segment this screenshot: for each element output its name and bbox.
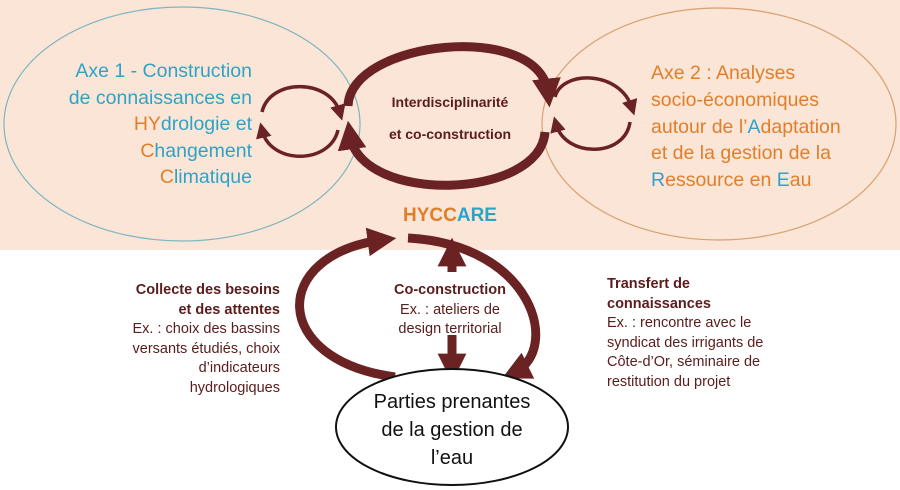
axe2-line: socio-économiques bbox=[651, 87, 841, 114]
text-segment: HY bbox=[133, 113, 161, 135]
stakeholders-line: l’eau bbox=[430, 447, 474, 469]
block-text: d’indicateurs bbox=[198, 360, 280, 376]
stakeholders-ellipse bbox=[335, 368, 569, 486]
block-title: connaissances bbox=[607, 295, 711, 312]
axe2-line: Axe 2 : Analyses bbox=[651, 60, 841, 87]
axe2-label: Axe 2 : Analyses socio-économiques autou… bbox=[651, 60, 841, 194]
text-segment: et de la gestion de la bbox=[651, 142, 831, 165]
axe1-line: Axe 1 - Construction bbox=[69, 58, 252, 85]
text-segment: de connaissances en bbox=[68, 86, 252, 109]
text-segment: C bbox=[159, 166, 174, 188]
top-band bbox=[0, 0, 900, 250]
block-text: Côte-d’Or, séminaire de bbox=[607, 354, 761, 370]
block-title: et des attentes bbox=[178, 301, 280, 318]
text-segment: Axe 1 - Construction bbox=[75, 60, 252, 82]
text-segment: A bbox=[747, 115, 761, 138]
block-text: restitution du projet bbox=[607, 373, 731, 390]
axe2-line: autour de l’Adaptation bbox=[651, 114, 841, 141]
block-text: design territorial bbox=[398, 321, 502, 337]
axe1-label: Axe 1 - Construction de connaissances en… bbox=[69, 58, 252, 191]
block-text: versants étudiés, choix bbox=[132, 340, 281, 357]
co-construction-label: et co-construction bbox=[388, 126, 512, 142]
interdisciplinarity-arrow-bottom bbox=[337, 120, 550, 190]
axe2-line: Ressource en Eau bbox=[651, 167, 841, 194]
axe1-line: Changement bbox=[69, 138, 252, 165]
co-construction-block: Co-construction Ex. : ateliers de design… bbox=[350, 281, 550, 340]
text-segment: E bbox=[776, 169, 790, 192]
block-text: Ex. : ateliers de bbox=[400, 301, 500, 318]
project-title: HYCCARE bbox=[350, 205, 550, 227]
axe2-loop-arrow-top bbox=[553, 76, 638, 116]
text-segment: drologie et bbox=[160, 113, 252, 135]
text-segment: au bbox=[789, 169, 812, 192]
text-segment: R bbox=[651, 169, 666, 192]
axe1-loop-arrow-top bbox=[260, 84, 346, 121]
text-segment: limatique bbox=[173, 166, 252, 188]
project-title-part: HYCC bbox=[403, 205, 457, 226]
axe1-loop-arrow-bottom bbox=[256, 122, 340, 158]
axe1-line: de connaissances en bbox=[69, 85, 252, 112]
knowledge-transfer-block: Transfert de connaissances Ex. : rencont… bbox=[607, 275, 763, 392]
block-title: Collecte des besoins bbox=[135, 282, 280, 298]
text-segment: Axe 2 : Analyses bbox=[651, 62, 796, 84]
interdisciplinarity-arrow-top bbox=[343, 42, 561, 108]
text-segment: essource en bbox=[665, 169, 777, 192]
text-segment: hangement bbox=[154, 139, 252, 162]
interdisciplinarity-label: Interdisciplinarité bbox=[391, 94, 509, 110]
axe1-line: HYdrologie et bbox=[69, 111, 252, 138]
stakeholders-label: Parties prenantes de la gestion de l’eau bbox=[337, 388, 567, 472]
axe2-line: et de la gestion de la bbox=[651, 140, 841, 167]
needs-collection-block: Collecte des besoins et des attentes Ex.… bbox=[133, 281, 281, 398]
block-text: hydrologiques bbox=[189, 379, 280, 396]
text-segment: daptation bbox=[760, 115, 841, 138]
axe2-loop-arrow-bottom bbox=[550, 116, 632, 151]
block-text: Ex. : choix des bassins bbox=[132, 321, 281, 337]
stakeholders-line: de la gestion de bbox=[381, 419, 523, 441]
block-title: Co-construction bbox=[394, 282, 506, 298]
block-title: Transfert de bbox=[607, 276, 690, 292]
block-text: Ex. : rencontre avec le bbox=[607, 315, 752, 331]
block-text: syndicat des irrigants de bbox=[607, 334, 764, 351]
needs-collection-arrow bbox=[295, 227, 397, 382]
text-segment: socio-économiques bbox=[651, 88, 820, 111]
project-title-part: ARE bbox=[456, 205, 497, 226]
stakeholders-line: Parties prenantes bbox=[373, 391, 531, 413]
text-segment: autour de l’ bbox=[651, 115, 748, 138]
text-segment: C bbox=[140, 139, 155, 162]
axe2-ellipse bbox=[541, 7, 897, 241]
axe1-line: Climatique bbox=[69, 164, 252, 191]
